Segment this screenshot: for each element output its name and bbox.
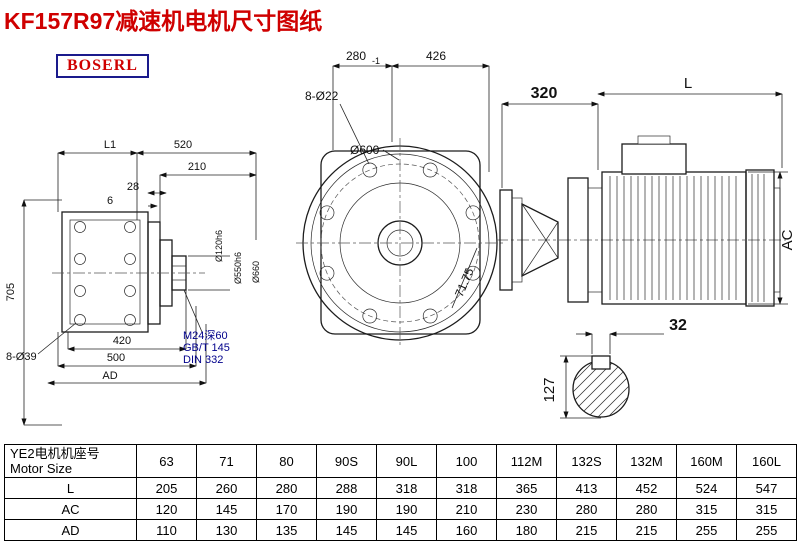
header-line-cn: YE2电机机座号 — [10, 446, 100, 461]
cell: 230 — [496, 498, 557, 520]
cell: 145 — [376, 519, 437, 541]
col-header: 90L — [376, 444, 437, 478]
dim-L: L — [684, 75, 692, 92]
cell: 205 — [136, 477, 197, 499]
left-view: L1 520 210 28 6 705 8-Ø39 420 500 AD — [5, 139, 261, 426]
cell: 170 — [256, 498, 317, 520]
cell: 135 — [256, 519, 317, 541]
cell: 255 — [676, 519, 737, 541]
cell: 452 — [616, 477, 677, 499]
dim-32: 32 — [669, 317, 687, 334]
col-header: 90S — [316, 444, 377, 478]
dim-6: 6 — [107, 195, 113, 207]
front-view: 280 -1 426 8-Ø22 Ø600 71.75 — [296, 49, 504, 348]
cell: 255 — [736, 519, 797, 541]
note-tap: M24深60 — [183, 329, 228, 342]
dim-426: 426 — [426, 49, 446, 63]
col-header: 132M — [616, 444, 677, 478]
technical-drawing: L1 520 210 28 6 705 8-Ø39 420 500 AD — [5, 49, 796, 426]
cell: 315 — [676, 498, 737, 520]
flange-bolt-holes — [319, 162, 481, 324]
cell: 365 — [496, 477, 557, 499]
cell: 215 — [616, 519, 677, 541]
dim-L1: L1 — [104, 139, 116, 151]
housing-outline — [320, 150, 481, 335]
cell: 288 — [316, 477, 377, 499]
cell: 318 — [376, 477, 437, 499]
dim-shaft-dia: Ø120h6 — [214, 230, 224, 262]
cell: 318 — [436, 477, 497, 499]
table-row-AD: AD 110 130 135 145 145 160 180 215 215 2… — [4, 519, 797, 541]
row-label: L — [4, 477, 137, 499]
cell: 190 — [316, 498, 377, 520]
dim-210: 210 — [188, 161, 206, 173]
dim-280: 280 — [346, 49, 366, 63]
dim-d600: Ø600 — [350, 143, 380, 157]
dim-8-d39: 8-Ø39 — [6, 351, 37, 363]
side-view: 320 L AC — [496, 75, 796, 307]
dim-420: 420 — [113, 335, 131, 347]
page-title: KF157R97减速机电机尺寸图纸 — [4, 8, 323, 34]
cell: 120 — [136, 498, 197, 520]
col-header: 132S — [556, 444, 617, 478]
dim-705: 705 — [5, 283, 17, 301]
dim-320: 320 — [531, 85, 558, 102]
dim-28: 28 — [127, 181, 139, 193]
dim-500: 500 — [107, 352, 125, 364]
cell: 315 — [736, 498, 797, 520]
cell: 280 — [556, 498, 617, 520]
dim-8-d22: 8-Ø22 — [305, 89, 339, 103]
col-header: 80 — [256, 444, 317, 478]
row-label: AC — [4, 498, 137, 520]
cell: 280 — [256, 477, 317, 499]
motor-size-table: YE2电机机座号 Motor Size 63 71 80 90S 90L 100… — [4, 444, 797, 541]
cell: 280 — [616, 498, 677, 520]
row-label: AD — [4, 519, 137, 541]
terminal-box — [621, 143, 687, 175]
col-header: 100 — [436, 444, 497, 478]
dim-AC: AC — [779, 229, 796, 250]
cell: 260 — [196, 477, 257, 499]
cell: 413 — [556, 477, 617, 499]
table-row-AC: AC 120 145 170 190 190 210 230 280 280 3… — [4, 498, 797, 520]
cell: 130 — [196, 519, 257, 541]
dim-280-tol: -1 — [372, 56, 380, 66]
gearbox-face-outline — [61, 211, 149, 333]
header-line-en: Motor Size — [10, 461, 73, 476]
cell: 210 — [436, 498, 497, 520]
cell: 547 — [736, 477, 797, 499]
dim-127: 127 — [541, 377, 558, 402]
dim-flange-dia: Ø660 — [251, 261, 261, 283]
note-gb: GB/T 145 — [183, 342, 230, 354]
cell: 145 — [316, 519, 377, 541]
note-din: DIN 332 — [183, 354, 223, 366]
cell: 145 — [196, 498, 257, 520]
motor-body — [601, 171, 747, 305]
cell: 180 — [496, 519, 557, 541]
fan-cowl — [745, 169, 775, 307]
col-header: 160M — [676, 444, 737, 478]
dim-520: 520 — [174, 139, 192, 151]
mounting-holes — [74, 221, 136, 326]
cell: 160 — [436, 519, 497, 541]
cell: 524 — [676, 477, 737, 499]
cell: 190 — [376, 498, 437, 520]
col-header: 160L — [736, 444, 797, 478]
shaft-section: 32 127 — [541, 317, 687, 419]
keyway — [591, 355, 611, 370]
motor-fins — [609, 176, 737, 300]
table-header-motor-size: YE2电机机座号 Motor Size — [4, 444, 137, 478]
cell: 215 — [556, 519, 617, 541]
table-row-L: L 205 260 280 288 318 318 365 413 452 52… — [4, 477, 797, 499]
dim-AD: AD — [102, 370, 117, 382]
dim-spigot-dia: Ø550h6 — [233, 252, 243, 284]
col-header: 71 — [196, 444, 257, 478]
col-header: 63 — [136, 444, 197, 478]
brand-logo: BOSERL — [56, 54, 149, 78]
col-header: 112M — [496, 444, 557, 478]
table-header-row: YE2电机机座号 Motor Size 63 71 80 90S 90L 100… — [4, 444, 797, 478]
cell: 110 — [136, 519, 197, 541]
